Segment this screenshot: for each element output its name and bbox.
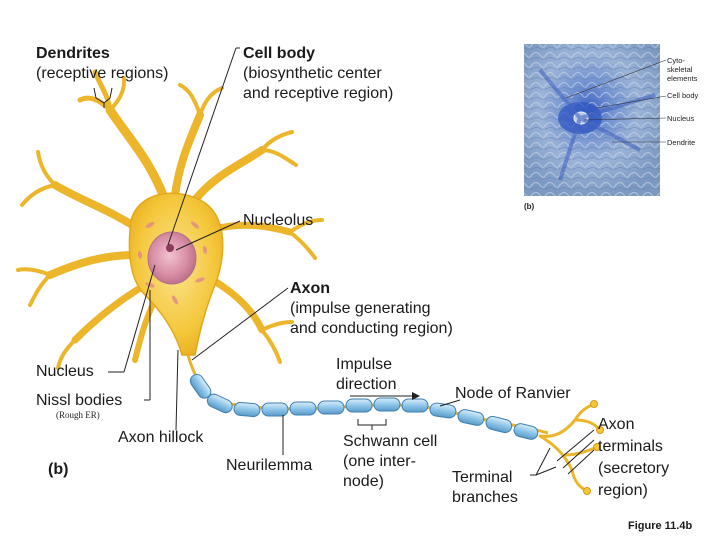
- cell-body-sublabel-1: (biosynthetic center: [243, 65, 382, 82]
- schwann-cell-label-2: (one inter-: [343, 453, 416, 470]
- nissl-bodies: [137, 221, 208, 305]
- axon-sublabel-2: and conducting region): [290, 320, 453, 337]
- rough-er-label: (Rough ER): [56, 410, 100, 420]
- schwann-cell-label-3: node): [343, 473, 384, 490]
- impulse-direction-label-1: Impulse: [336, 356, 393, 373]
- nissl-bodies-label: Nissl bodies: [36, 392, 123, 409]
- axon-sublabel-1: (impulse generating: [290, 300, 431, 317]
- schwann-cell-label-1: Schwann cell: [343, 433, 438, 450]
- micrograph-cyto-label-2: skeletal: [667, 65, 693, 74]
- micrograph-leader-lines: [565, 59, 667, 143]
- cell-body-label: Cell body: [243, 45, 316, 62]
- micrograph-cyto-label-1: Cyto-: [667, 56, 685, 65]
- dendrites-sublabel: (receptive regions): [36, 65, 169, 82]
- dendrites-label: Dendrites: [36, 45, 110, 62]
- micrograph-dendrite-label: Dendrite: [667, 138, 696, 147]
- axon-label: Axon: [290, 280, 330, 297]
- axon-terminals-label-4: region): [598, 482, 648, 499]
- terminal-branches: [538, 403, 600, 492]
- node-of-ranvier-label: Node of Ranvier: [455, 385, 571, 402]
- terminal-branches-label-2: branches: [452, 489, 518, 506]
- axon-terminals-label-3: (secretory: [598, 460, 670, 477]
- myelin-sheath: [189, 373, 539, 440]
- nucleus: [147, 231, 197, 285]
- nucleus-label: Nucleus: [36, 363, 94, 380]
- axon-terminals: [583, 400, 604, 495]
- cell-body-sublabel-2: and receptive region): [243, 85, 394, 102]
- neurilemma-label: Neurilemma: [226, 457, 313, 474]
- nucleolus-label: Nucleolus: [243, 212, 314, 229]
- impulse-direction-label-2: direction: [336, 376, 397, 393]
- neuron: [16, 69, 604, 495]
- leader-lines: [93, 47, 595, 476]
- micrograph-nucleus-label: Nucleus: [667, 114, 695, 123]
- micrograph-cell-body-label: Cell body: [667, 91, 699, 100]
- impulse-arrow: [350, 392, 420, 400]
- micrograph: [524, 44, 667, 196]
- terminal-branches-label-1: Terminal: [452, 469, 513, 486]
- axon-hillock-label: Axon hillock: [118, 429, 204, 446]
- axon-terminals-label-1: Axon: [598, 416, 635, 433]
- nucleolus: [166, 244, 174, 252]
- figure-caption: Figure 11.4b: [628, 520, 693, 532]
- part-b-label: (b): [48, 461, 69, 478]
- micrograph-part-label: (b): [524, 202, 535, 211]
- micrograph-cyto-label-3: elements: [667, 74, 698, 83]
- axon-terminals-label-2: terminals: [598, 438, 663, 455]
